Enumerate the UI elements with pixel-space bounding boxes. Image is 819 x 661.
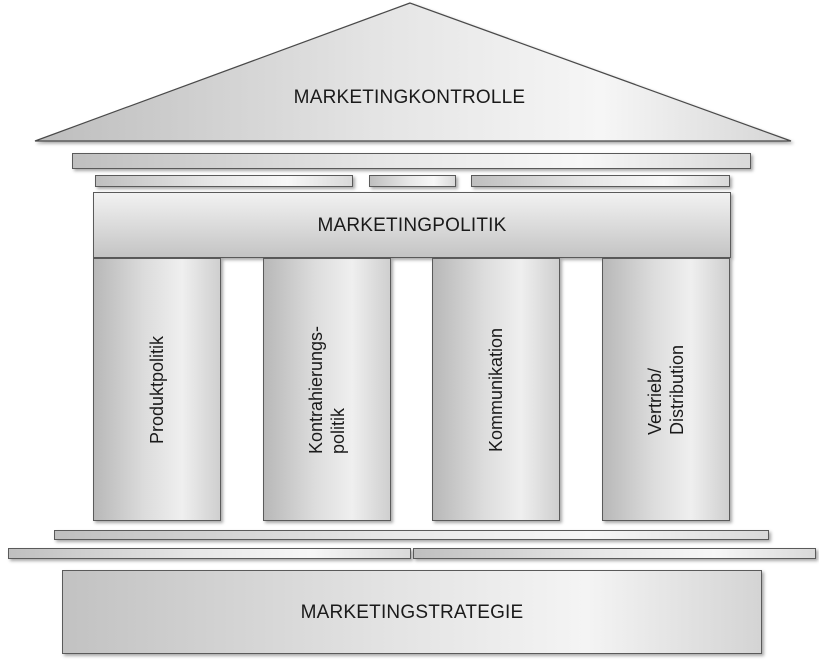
policy-beam-title: MARKETINGPOLITIK	[317, 215, 507, 236]
frieze-bar-right	[471, 175, 730, 187]
roof-title: MARKETINGKONTROLLE	[293, 87, 526, 108]
column-distribution-label: Vertrieb/ Distribution	[645, 344, 687, 435]
column-communication-label: Kommunikation	[486, 327, 506, 452]
step-bar-right	[413, 548, 816, 559]
column-communication: Kommunikation	[432, 258, 560, 521]
stylobate-bar	[54, 530, 769, 540]
column-distribution: Vertrieb/ Distribution	[602, 258, 730, 521]
policy-beam: MARKETINGPOLITIK	[93, 192, 731, 258]
column-pricing-label: Kontrahierungs- politik	[306, 325, 348, 454]
column-product-label: Produktpolitik	[147, 335, 167, 444]
column-product: Produktpolitik	[93, 258, 221, 521]
step-bar-left	[8, 548, 411, 559]
roof-triangle	[34, 2, 792, 142]
foundation-block: MARKETINGSTRATEGIE	[62, 570, 762, 654]
frieze-bar-middle	[369, 175, 456, 187]
foundation-title: MARKETINGSTRATEGIE	[300, 602, 524, 623]
roof	[34, 2, 792, 142]
frieze-bar-left	[95, 175, 353, 187]
column-pricing: Kontrahierungs- politik	[263, 258, 391, 521]
cornice-bar	[72, 153, 751, 169]
